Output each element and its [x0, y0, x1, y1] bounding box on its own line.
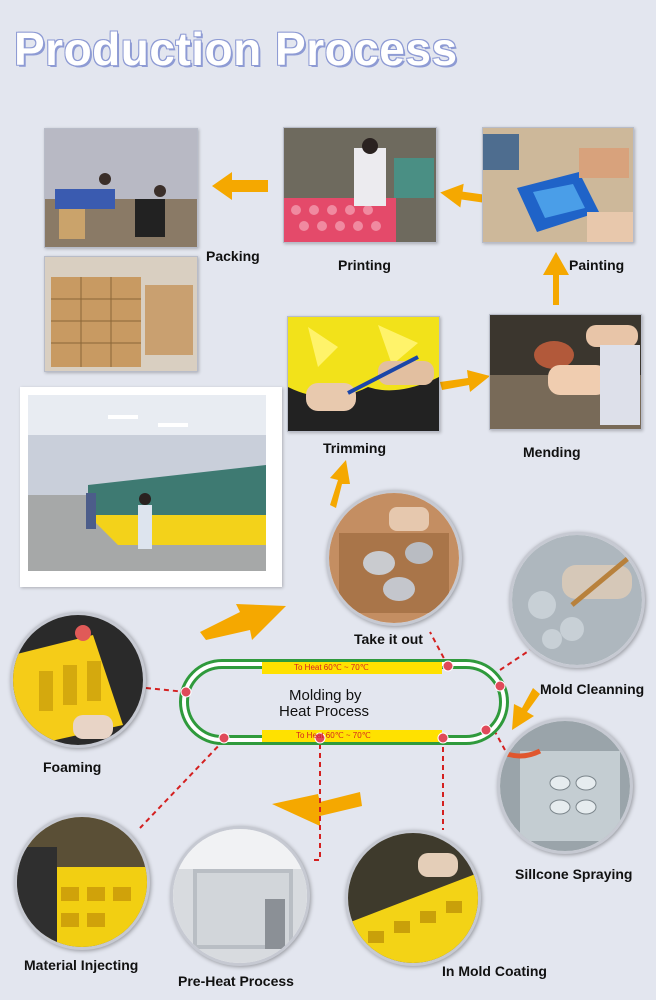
page-title: Production Process: [14, 23, 458, 75]
loop-nodes: [180, 660, 506, 744]
factory-photo: [20, 387, 282, 587]
arrow-takeout-to-trimming: [330, 460, 350, 508]
printing-label: Printing: [338, 257, 391, 273]
arrow-to-preheat: [272, 792, 362, 826]
arrow-mending-to-painting: [543, 252, 569, 305]
arrow-to-takeout: [200, 604, 286, 640]
take-it-out-label: Take it out: [354, 631, 423, 647]
arrow-moldclean-to-spraying: [512, 688, 540, 730]
heat-top-label: To Heat 60℃ ~ 70℃: [294, 663, 369, 672]
foaming-photo: [10, 612, 146, 748]
mending-photo: [489, 314, 642, 430]
heat-band-top: [262, 662, 442, 674]
packing-photo-boxes: [44, 256, 198, 372]
loop-center-line1: Molding by: [289, 687, 362, 704]
material-injecting-label: Material Injecting: [24, 957, 139, 973]
arrow-printing-to-packing: [212, 172, 268, 200]
pre-heat-label: Pre-Heat Process: [178, 973, 294, 989]
painting-label: Painting: [569, 257, 625, 273]
arrow-trimming-to-mending: [440, 370, 490, 392]
silicone-spraying-label: Sillcone Spraying: [515, 866, 633, 882]
foaming-label: Foaming: [43, 759, 102, 775]
loop-center-line2: Heat Process: [279, 703, 370, 720]
packing-photo-workers: [44, 128, 198, 248]
painting-photo: [482, 127, 634, 243]
material-injecting-photo: [14, 814, 150, 950]
mold-cleaning-photo: [509, 532, 645, 668]
heat-bottom-label: To Heat 60℃ ~ 70℃: [296, 731, 371, 740]
printing-photo: [283, 127, 437, 243]
arrow-painting-to-printing: [440, 183, 491, 208]
silicone-spraying-photo: [497, 718, 633, 854]
mending-label: Mending: [523, 444, 581, 460]
packing-label: Packing: [206, 248, 260, 264]
heat-band-bottom: [262, 730, 442, 742]
trimming-photo: [287, 316, 440, 432]
in-mold-coating-label: In Mold Coating: [442, 963, 547, 979]
mold-cleaning-label: Mold Cleanning: [540, 681, 645, 697]
trimming-label: Trimming: [323, 440, 387, 456]
take-it-out-photo: [326, 490, 462, 626]
connector-lines: [139, 631, 531, 861]
pre-heat-photo: [170, 826, 310, 966]
in-mold-coating-photo: [345, 830, 481, 966]
